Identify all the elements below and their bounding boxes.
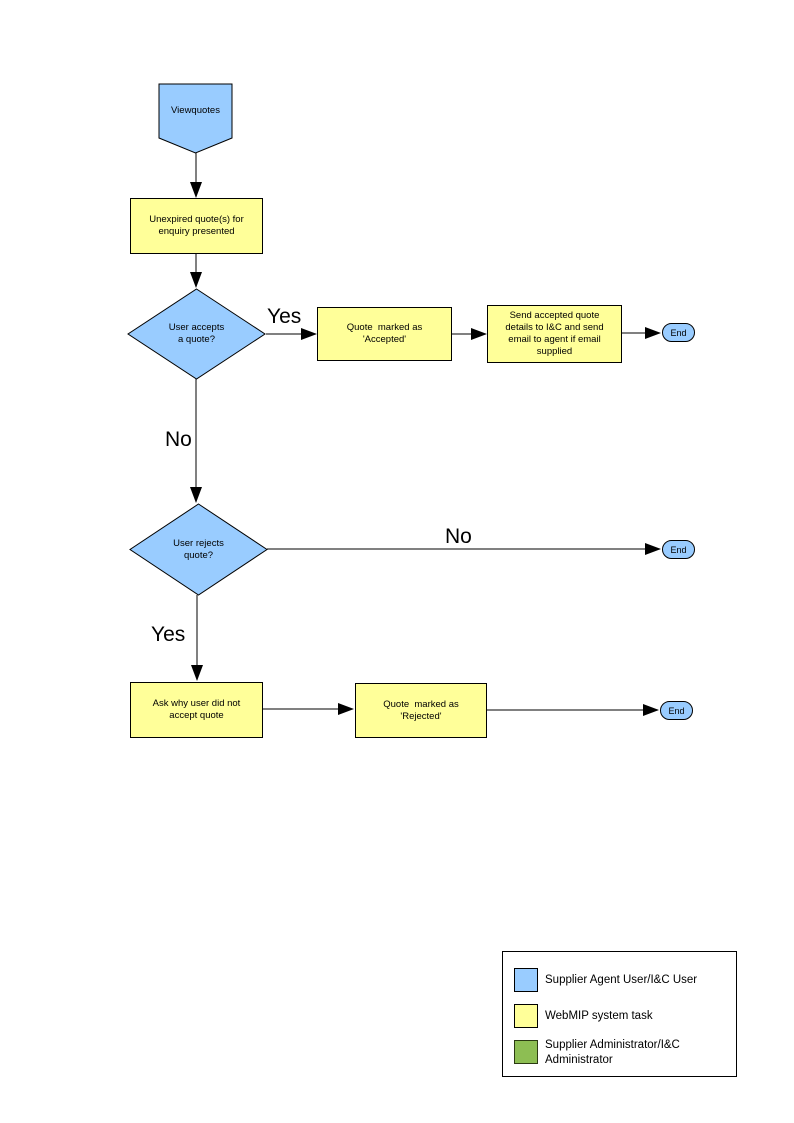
legend-box: Supplier Agent User/I&C User WebMIP syst… [502, 951, 737, 1077]
end-node-no-reject: End [662, 540, 695, 559]
start-node-label: Viewquotes [171, 105, 220, 116]
edge-label-yes-reject: Yes [151, 623, 186, 646]
start-pentagon-shape [158, 83, 233, 154]
legend-swatch-supplier-admin [514, 1040, 538, 1064]
task-box-ask-why: Ask why user did not accept quote [130, 682, 263, 738]
task-box-send-details: Send accepted quote details to I&C and s… [487, 305, 622, 363]
legend-swatch-supplier-agent [514, 968, 538, 992]
end-node-rejected: End [660, 701, 693, 720]
edge-label-no-reject: No [445, 525, 472, 548]
decision-rejects-label: User rejects quote? [173, 537, 224, 561]
edge-label-yes-accept: Yes [267, 305, 302, 328]
decision-rejects-diamond-shape [129, 503, 268, 596]
legend-label-supplier-agent: Supplier Agent User/I&C User [545, 973, 698, 986]
legend-swatch-webmip-task [514, 1004, 538, 1028]
task-box-unexpired-quotes: Unexpired quote(s) for enquiry presented [130, 198, 263, 254]
task-box-quote-accepted: Quote marked as 'Accepted' [317, 307, 452, 361]
task-box-quote-rejected: Quote marked as 'Rejected' [355, 683, 487, 738]
edge-label-no-accept: No [165, 428, 192, 451]
end-node-accepted: End [662, 323, 695, 342]
decision-accepts-label: User accepts a quote? [168, 322, 225, 345]
legend-label-webmip-task: WebMIP system task [545, 1009, 653, 1022]
legend-label-supplier-admin: Supplier Administrator/I&C Administrator [545, 1039, 680, 1066]
